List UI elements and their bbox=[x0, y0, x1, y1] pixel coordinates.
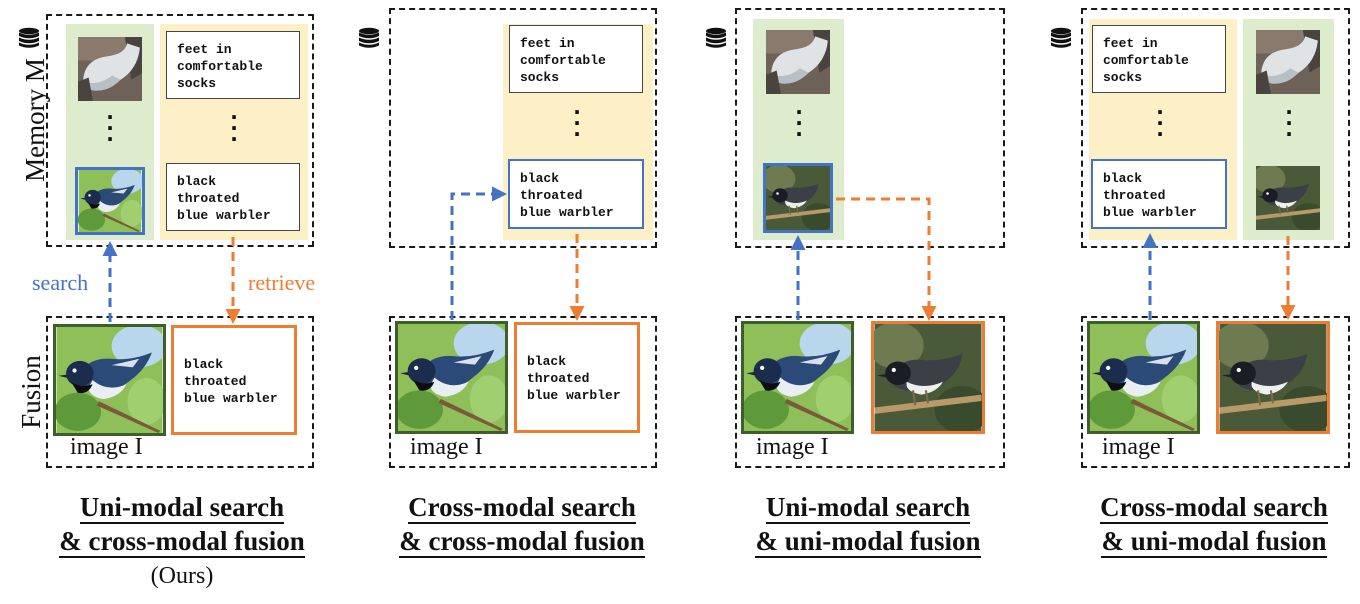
memory-box bbox=[735, 8, 1005, 248]
caption-panel-1: Uni-modal search & cross-modal fusion bbox=[59, 492, 305, 558]
bird-photo-memory bbox=[75, 167, 145, 235]
retrieve-label: retrieve bbox=[248, 270, 316, 295]
fusion-box bbox=[46, 316, 314, 468]
fused-text-warbler: black throated blue warbler bbox=[514, 322, 640, 433]
search-label: search bbox=[32, 270, 89, 295]
bird-photo-query bbox=[741, 321, 854, 434]
fusion-box bbox=[735, 316, 1005, 468]
caption-panel-3: Uni-modal search & uni-modal fusion bbox=[755, 492, 981, 558]
image-label: image I bbox=[756, 434, 829, 460]
memory-box bbox=[1081, 8, 1350, 248]
text-warbler: black throated blue warbler bbox=[508, 159, 644, 229]
bird-photo-query bbox=[395, 321, 508, 434]
retrieve-arrow bbox=[836, 197, 937, 321]
fusion-box bbox=[389, 316, 657, 468]
search-arrow bbox=[450, 186, 507, 320]
ellipsis-dots: ··· bbox=[1285, 100, 1293, 146]
fused-bird-photo bbox=[1216, 321, 1330, 434]
ellipsis-dots: ··· bbox=[106, 105, 114, 151]
ellipsis-dots: ··· bbox=[1156, 100, 1164, 146]
ours-label: (Ours) bbox=[150, 563, 214, 589]
bird-photo-query bbox=[1087, 321, 1200, 434]
ellipsis-dots: ··· bbox=[573, 100, 581, 146]
text-warbler: black throated blue warbler bbox=[166, 163, 300, 231]
image-label: image I bbox=[410, 434, 483, 460]
fused-bird-photo bbox=[871, 321, 985, 434]
bird-photo-memory bbox=[763, 163, 833, 233]
text-feet-socks: feet in comfortable socks bbox=[509, 25, 643, 93]
fused-text-warbler: black throated blue warbler bbox=[171, 325, 297, 435]
memory-box bbox=[46, 14, 314, 247]
text-feet-socks: feet in comfortable socks bbox=[1092, 25, 1226, 93]
caption-panel-2: Cross-modal search & cross-modal fusion bbox=[399, 492, 645, 558]
memory-box bbox=[389, 8, 657, 248]
ellipsis-dots: ··· bbox=[795, 100, 803, 146]
fusion-box bbox=[1081, 316, 1350, 468]
text-warbler: black throated blue warbler bbox=[1091, 159, 1227, 229]
caption-panel-4: Cross-modal search & uni-modal fusion bbox=[1100, 492, 1328, 558]
ellipsis-dots: ··· bbox=[230, 105, 238, 151]
bird-photo-query bbox=[53, 324, 166, 436]
text-feet-socks: feet in comfortable socks bbox=[166, 31, 300, 99]
image-label: image I bbox=[1102, 434, 1175, 460]
image-label: image I bbox=[70, 434, 143, 460]
